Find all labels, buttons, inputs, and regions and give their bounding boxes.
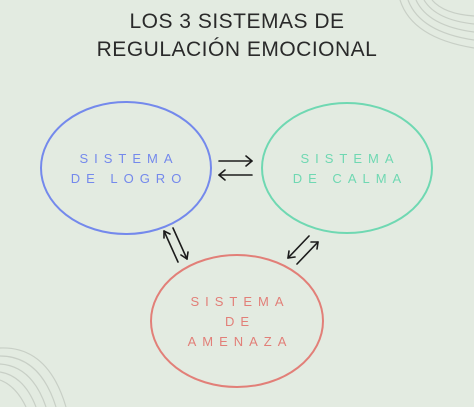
arrows-logro-amenaza xyxy=(163,227,189,263)
arrow-logro-to-amenaza xyxy=(172,227,189,260)
arrow-amenaza-to-calma xyxy=(296,241,319,265)
arrows-logro-calma xyxy=(218,155,253,181)
node-amenaza-ellipse xyxy=(150,254,324,388)
decor-arcs-bottom-left xyxy=(0,347,67,407)
node-calma-label-2: DE CALMA xyxy=(293,171,407,186)
node-calma-ellipse xyxy=(261,102,433,234)
arrow-calma-to-logro xyxy=(218,169,253,181)
node-amenaza-label-2: DE xyxy=(225,314,255,329)
node-logro-label-2: DE LOGRO xyxy=(71,171,188,186)
node-logro-label-1: SISTEMA xyxy=(79,151,178,166)
node-sistema-de-logro: SISTEMA DE LOGRO xyxy=(40,101,212,235)
arrow-calma-to-amenaza xyxy=(287,235,310,259)
diagram-title: LOS 3 SISTEMAS DE REGULACIÓN EMOCIONAL xyxy=(0,8,474,64)
arrow-amenaza-to-logro xyxy=(163,230,179,263)
node-amenaza-label-1: SISTEMA xyxy=(190,294,289,309)
title-line-2: REGULACIÓN EMOCIONAL xyxy=(96,38,378,61)
title-line-1: LOS 3 SISTEMAS DE xyxy=(129,10,345,33)
node-amenaza-label-3: AMENAZA xyxy=(188,334,293,349)
node-sistema-de-calma: SISTEMA DE CALMA xyxy=(261,102,433,234)
arrow-logro-to-calma xyxy=(218,155,253,167)
node-logro-ellipse xyxy=(40,101,212,235)
node-calma-label-1: SISTEMA xyxy=(300,151,399,166)
arrows-calma-amenaza xyxy=(287,235,319,265)
node-sistema-de-amenaza: SISTEMA DE AMENAZA xyxy=(150,254,324,388)
decor-arcs-top-right xyxy=(399,0,474,49)
